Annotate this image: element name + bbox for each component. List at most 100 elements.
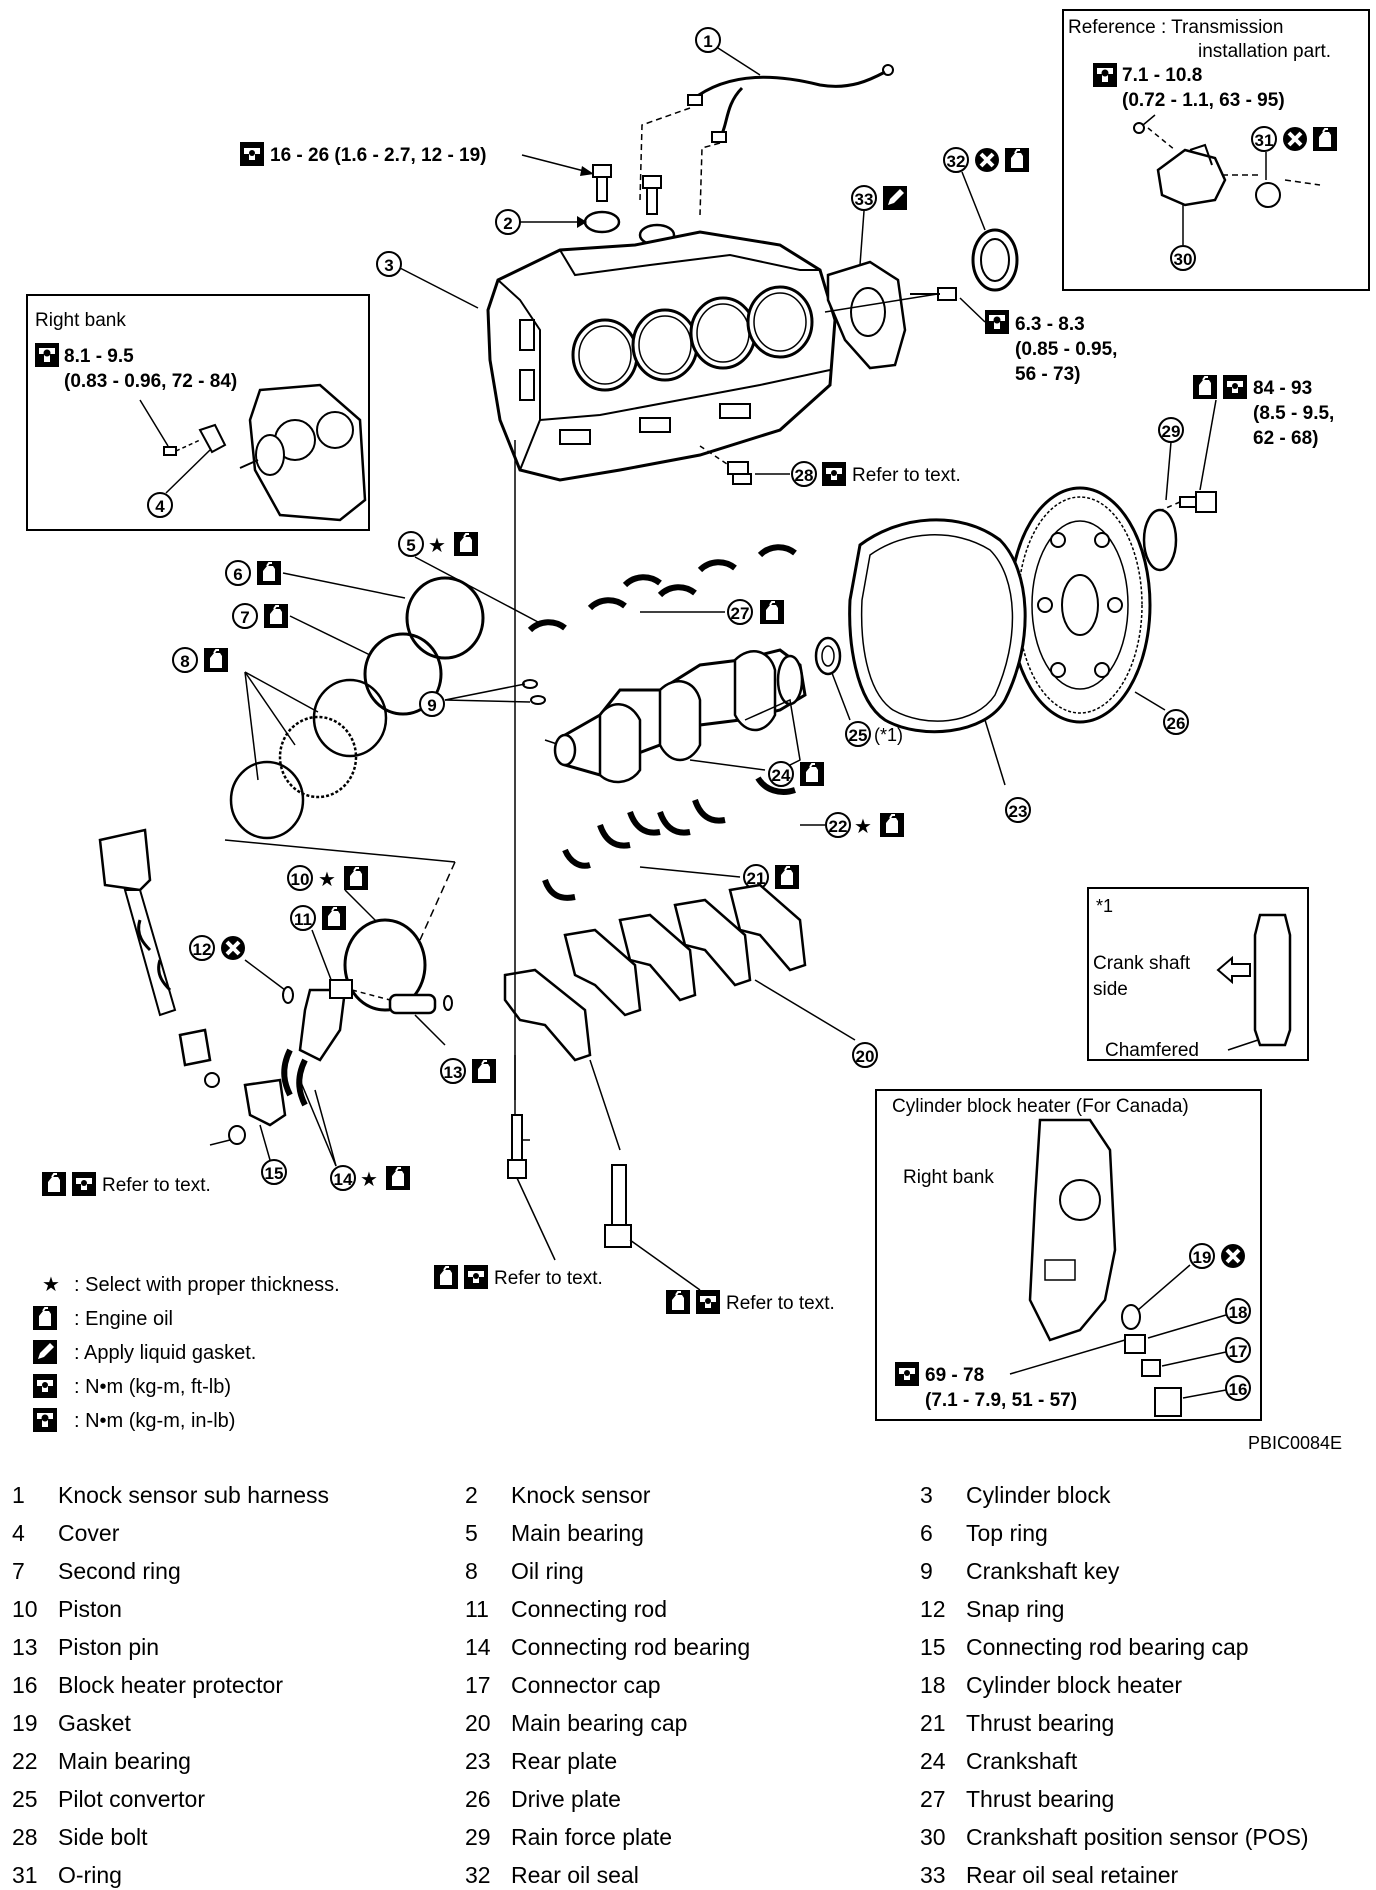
callout-8 [172,647,198,673]
svg-text:(0.83 - 0.96, 72 - 84): (0.83 - 0.96, 72 - 84) [64,371,237,392]
symbol-legend: ★ : Select with proper thickness. : Engi… [32,1274,340,1432]
callout-32 [943,147,969,173]
part-name: Crankshaft key [966,1558,1120,1584]
knock-sensor-area: 16 - 26 (1.6 - 2.7, 12 - 19) 2 [240,142,676,247]
callout-10 [287,865,313,891]
callout-5 [398,531,424,557]
part-number: 4 [12,1520,25,1546]
svg-text:18: 18 [1229,1303,1248,1322]
part-number: 13 [12,1634,38,1660]
callout-7 [232,603,258,629]
engine-oil-icon [385,1165,411,1191]
svg-text:: N•m (kg-m, in-lb): : N•m (kg-m, in-lb) [74,1410,235,1432]
svg-text:Refer to text.: Refer to text. [494,1268,603,1289]
part-name: Knock sensor sub harness [58,1482,330,1508]
svg-text:Chamfered: Chamfered [1105,1040,1199,1061]
svg-text:: Select with proper thickness: : Select with proper thickness. [74,1274,340,1296]
crankshaft-position-sensor [1156,148,1227,207]
part-number: 29 [465,1824,491,1850]
callout-12 [189,935,215,961]
callout-31 [1251,126,1277,152]
svg-text:13: 13 [444,1063,463,1082]
svg-text:84 - 93: 84 - 93 [1253,378,1312,399]
heater-box: Cylinder block heater (For Canada) Right… [875,1089,1262,1421]
svg-text:22: 22 [829,817,848,836]
svg-text:7: 7 [240,608,249,627]
svg-text:2: 2 [503,214,512,233]
svg-text:56 - 73): 56 - 73) [1015,364,1080,385]
svg-text:(8.5 - 9.5,: (8.5 - 9.5, [1253,403,1334,424]
svg-text:★: ★ [318,869,336,891]
part-name: Side bolt [58,1824,148,1850]
torque-icon [33,1374,57,1398]
svg-text:32: 32 [947,152,966,171]
svg-text:12: 12 [193,940,212,959]
svg-text:8: 8 [180,652,189,671]
star-icon: ★ [42,1274,60,1296]
engine-oil-icon [453,531,479,557]
part-number: 8 [465,1558,478,1584]
callout-22 [825,812,851,838]
engine-oil-icon [256,560,282,586]
svg-text:16: 16 [1229,1380,1248,1399]
svg-text:Refer to text.: Refer to text. [102,1175,211,1196]
part-name: O-ring [58,1862,122,1888]
svg-text:Right bank: Right bank [903,1167,994,1188]
connecting-rod [298,988,347,1062]
part-number: 10 [12,1596,38,1622]
svg-text:Crank shaft: Crank shaft [1093,953,1191,974]
svg-text:69 - 78: 69 - 78 [925,1365,984,1386]
right-bank-box: Right bank 8.1 - 9.5 (0.83 - 0.96, 72 - … [26,294,370,531]
svg-text:: Apply liquid gasket.: : Apply liquid gasket. [74,1342,256,1364]
callout-24 [768,761,794,787]
part-name: Rain force plate [511,1824,673,1850]
part-number: 28 [12,1824,38,1850]
right-bank-title: Right bank [35,310,126,331]
reinforcement-plate [1142,508,1178,572]
callout-25 [845,721,871,747]
engine-oil-icon [879,812,905,838]
part-number: 12 [920,1596,946,1622]
torque-icon [696,1290,720,1314]
engine-oil-icon [321,905,347,931]
part-name: Snap ring [966,1596,1065,1622]
engine-oil-icon [665,1289,691,1315]
replace-icon [1281,125,1309,153]
part-number: 2 [465,1482,478,1508]
torque-icon [1223,375,1247,399]
part-number: 22 [12,1748,38,1774]
part-name: Main bearing [58,1748,191,1774]
svg-text:★: ★ [854,816,872,838]
parts-list-item: 28 Side bolt [12,1822,452,1852]
torque-icon [240,142,264,166]
part-name: Oil ring [511,1558,584,1584]
callout-1 [695,27,721,53]
parts-list-item: 2 Knock sensor [465,1480,905,1510]
svg-text:3: 3 [384,256,393,275]
rear-oil-seal [971,228,1019,292]
part-name: Knock sensor [511,1482,651,1508]
callout-27 [727,599,753,625]
piston-rings: 6 7 8 [172,560,485,840]
part-name: Connecting rod bearing cap [966,1634,1249,1660]
parts-list-item: 31 O-ring [12,1860,452,1890]
engine-oil-icon [32,1305,58,1331]
rear-plate: 23 [848,518,1031,823]
part-number: 31 [12,1862,38,1888]
svg-text:20: 20 [856,1047,875,1066]
upper-bearings: 5 ★ 27 [398,531,797,633]
part-name: Cylinder block [966,1482,1111,1508]
callout-30 [1170,245,1196,271]
piston [343,918,427,1012]
part-name: Gasket [58,1710,131,1736]
